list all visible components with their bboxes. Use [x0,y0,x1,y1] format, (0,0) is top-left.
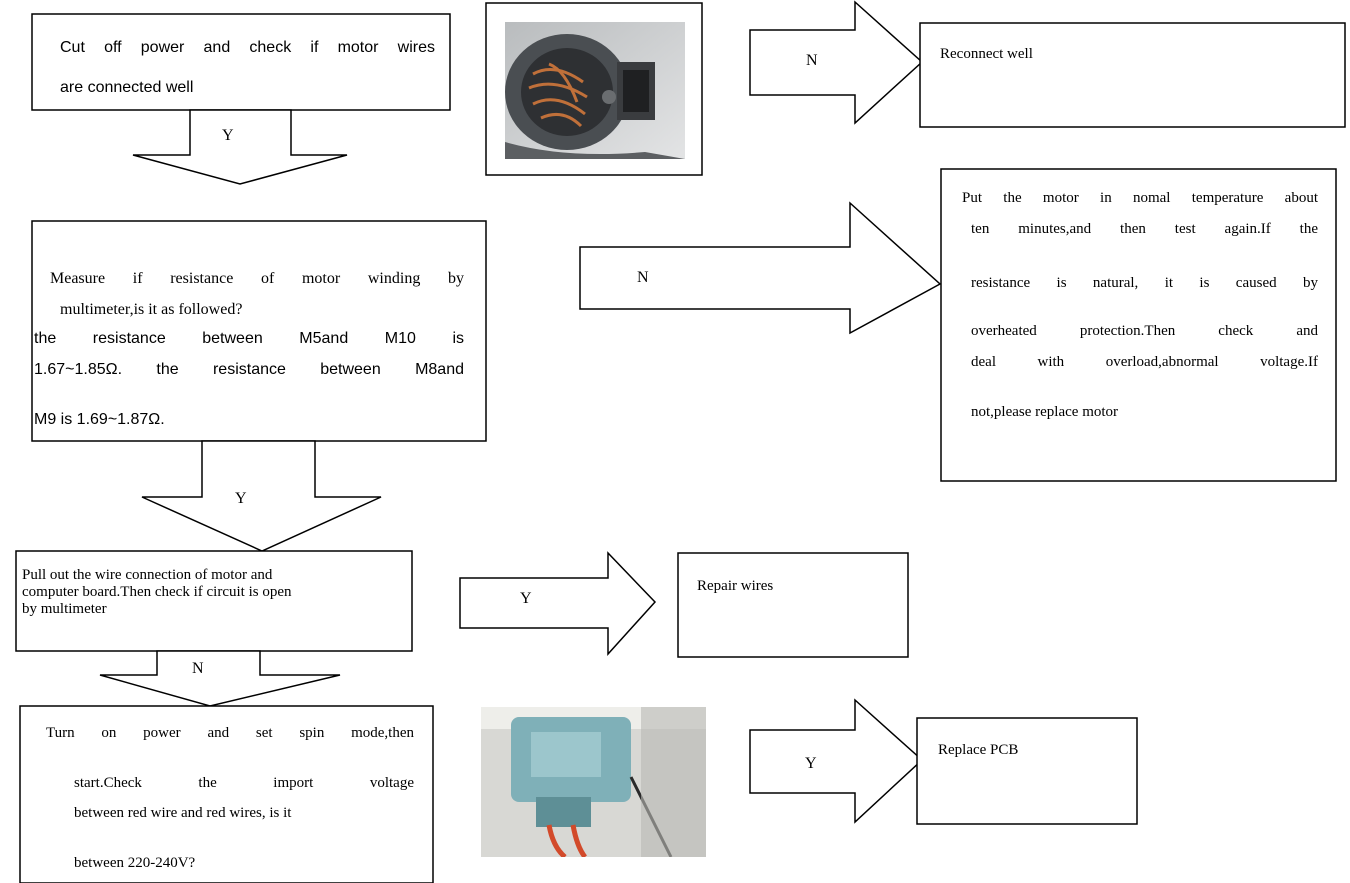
arrow1-down [132,109,348,185]
arrow3-right [459,551,657,656]
step4-text-line3: between red wire and red wires, is it [74,805,292,821]
fix4-text: Replace PCB [938,742,1019,758]
fix3-box [677,552,909,658]
fix1-text: Reconnect well [940,46,1033,62]
fix2-box [940,168,1337,482]
step2-text-line1: Measure if resistance of motor winding b… [50,270,464,287]
arrow2-right-label: N [637,269,649,286]
fix3-text: Repair wires [697,578,774,594]
fix2-text-line1: Put the motor in nomal temperature about [962,190,1318,206]
fix2-text-line4: overheated protection.Then check and [971,323,1318,339]
step4-text-line1: Turn on power and set spin mode,then [46,725,414,741]
arrow1-right-label: N [806,52,818,69]
arrow3-down [99,650,341,707]
arrow2-down-label: Y [235,490,247,507]
fix2-text-line2: ten minutes,and then test again.If the [971,221,1318,237]
arrow3-right-label: Y [520,590,532,607]
arrow1-right [749,0,924,125]
fix2-text-line3: resistance is natural, it is caused by [971,275,1318,291]
arrow2-down [141,440,382,552]
arrow2-right [579,201,942,335]
arrow4-right-label: Y [805,755,817,772]
fix1-box [919,22,1346,128]
fix4-box [916,717,1138,825]
step3-text-line3: by multimeter [22,601,107,617]
step2-text-line4: 1.67~1.85Ω. the resistance between M8and [34,361,464,378]
step1-box [31,13,451,111]
step2-text-line5: M9 is 1.69~1.87Ω. [34,411,165,428]
step1-text-line2: are connected well [60,79,194,96]
step4-text-line2: start.Check the import voltage [74,775,414,791]
arrow1-down-label: Y [222,127,234,144]
step3-text-line2: computer board.Then check if circuit is … [22,584,292,600]
pcb-wire-photo [481,707,706,857]
motor-winding-photo [505,22,685,159]
step3-box [15,550,413,652]
step1-text-line1: Cut off power and check if motor wires [60,39,435,56]
step4-box [19,705,434,883]
step3-text-line1: Pull out the wire connection of motor an… [22,567,273,583]
step4-text-line4: between 220-240V? [74,855,196,871]
fix2-text-line5: deal with overload,abnormal voltage.If [971,354,1318,370]
step2-text-line2: multimeter,is it as followed? [60,301,243,318]
arrow3-down-label: N [192,660,204,677]
fix2-text-line6: not,please replace motor [971,404,1119,420]
arrow4-right [749,698,924,824]
step2-text-line3: the resistance between M5and M10 is [34,330,464,347]
